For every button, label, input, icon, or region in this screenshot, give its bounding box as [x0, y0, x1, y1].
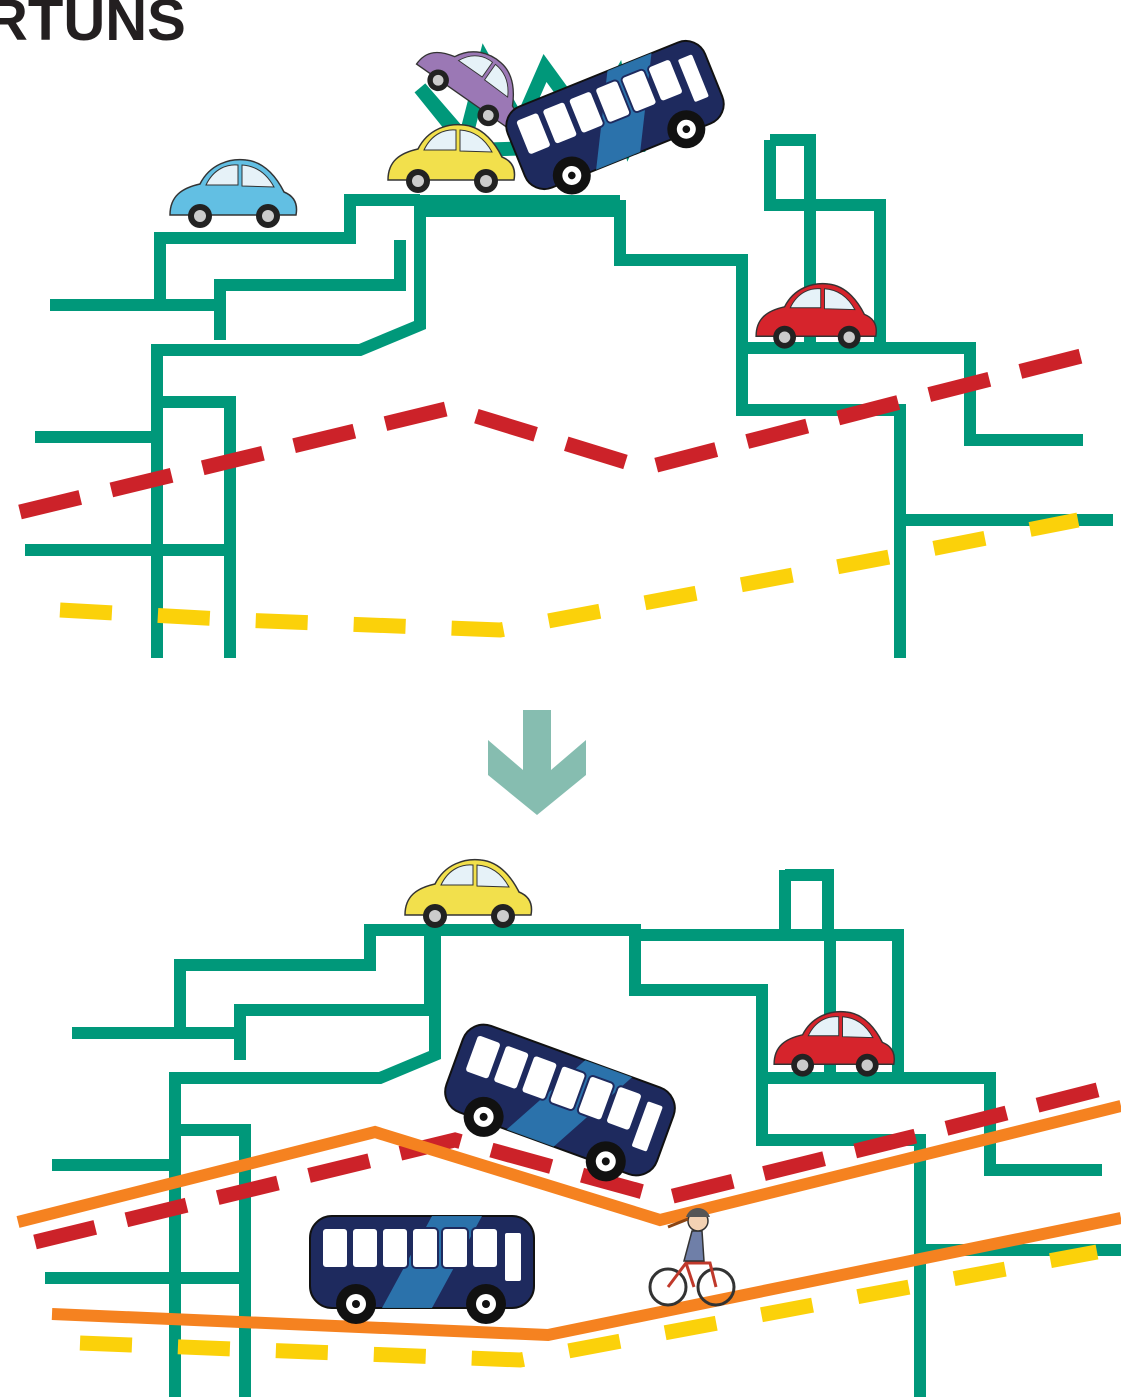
yellow-car — [388, 125, 515, 193]
blue-bus — [434, 1018, 681, 1196]
top-red-route — [20, 352, 1097, 512]
top-yellow-route — [60, 520, 1078, 630]
arrow-down-icon — [488, 710, 586, 815]
blue-bus — [500, 35, 736, 210]
yellow-car — [405, 860, 532, 928]
blue-car — [170, 160, 297, 228]
red-car — [756, 284, 876, 349]
bottom-yellow-route — [80, 1252, 1097, 1360]
blue-bus — [310, 1216, 534, 1324]
